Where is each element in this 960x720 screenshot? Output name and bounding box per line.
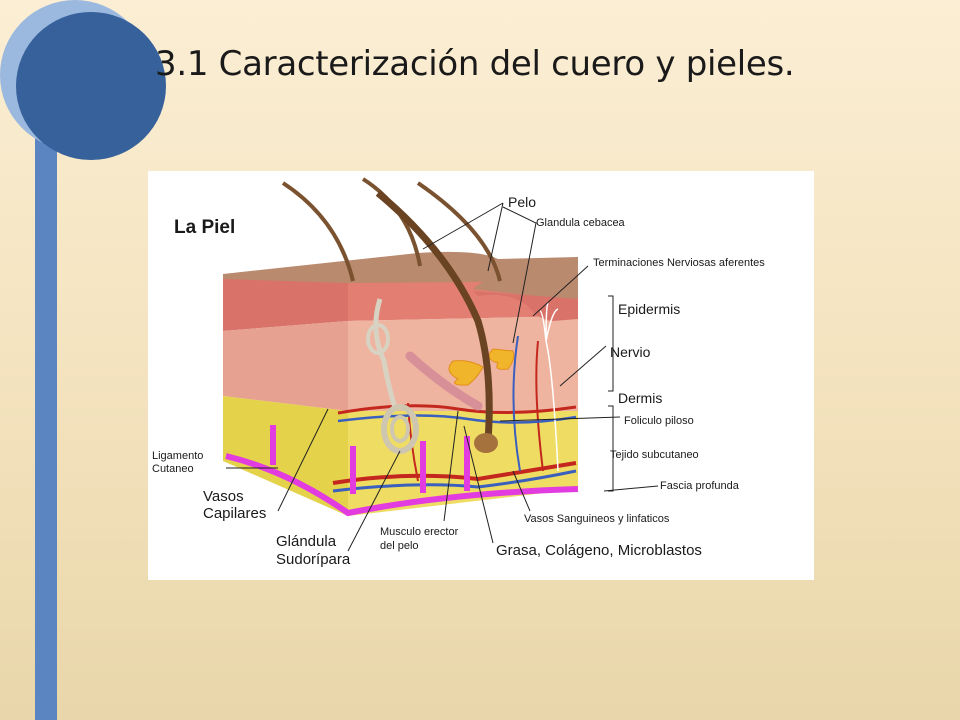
decorative-vertical-bar (35, 60, 57, 720)
label-musculo-erector-1: Musculo erector (380, 526, 459, 538)
dermis-front (223, 321, 348, 411)
label-glandula-sudoripara-2: Sudorípara (276, 551, 351, 568)
label-epidermis: Epidermis (618, 301, 680, 317)
sebaceous-gland (448, 360, 484, 386)
label-fascia-profunda: Fascia profunda (660, 480, 740, 492)
label-terminaciones: Terminaciones Nerviosas aferentes (593, 257, 765, 269)
label-dermis: Dermis (618, 390, 662, 406)
label-ligamento-cutaneo-2: Cutaneo (152, 463, 194, 475)
sweat-gland-coil-inner (390, 415, 410, 443)
subcutaneous-front (223, 396, 348, 516)
vessel-blue-3 (512, 335, 521, 472)
nerve-ending (539, 302, 559, 472)
vessel-red-1 (337, 404, 577, 415)
vessel-blue-2 (332, 469, 577, 493)
label-musculo-erector-2: del pelo (380, 540, 419, 552)
hair-1 (281, 181, 355, 282)
slide-title: 3.1 Caracterización del cuero y pieles. (155, 44, 795, 84)
hair-follicle-bulb (474, 433, 498, 453)
label-glandula-cebacea: Glandula cebacea (536, 217, 626, 229)
label-foliculo-piloso: Foliculo piloso (624, 415, 694, 427)
epidermis-layer (223, 279, 348, 331)
fascia-marker-bottom (225, 453, 579, 517)
fascia-marker-vertical-4 (464, 436, 470, 491)
label-vasos-sanguineos: Vasos Sanguineos y linfaticos (524, 513, 670, 525)
label-vasos-capilares-1: Vasos (203, 488, 244, 505)
label-pelo: Pelo (508, 194, 536, 210)
upper-gland-coil (366, 323, 390, 355)
sweat-gland-duct (373, 298, 399, 412)
fascia-marker-vertical-2 (350, 446, 356, 494)
vessel-red-4 (535, 340, 544, 472)
vessel-blue-1 (337, 414, 577, 424)
label-ligamento-cutaneo-1: Ligamento (152, 450, 203, 462)
skin-cross-section-diagram: La Piel Pelo Glandula cebacea Terminacio… (152, 177, 765, 568)
label-nervio: Nervio (610, 344, 651, 360)
leader-lines (226, 202, 659, 552)
decorative-circle-dark (16, 12, 166, 160)
label-tejido-subcutaneo: Tejido subcutaneo (610, 449, 699, 461)
label-grasa: Grasa, Colágeno, Microblastos (496, 542, 702, 559)
label-vasos-capilares-2: Capilares (203, 505, 266, 522)
main-hair-shaft (375, 190, 493, 442)
hair-3 (416, 181, 502, 282)
erector-muscle (405, 351, 483, 411)
diagram-heading: La Piel (174, 217, 235, 238)
fascia-marker-vertical-1 (270, 425, 276, 465)
fascia-marker-vertical-3 (420, 441, 426, 493)
label-glandula-sudoripara-1: Glándula (276, 533, 337, 550)
skin-diagram-figure: La Piel Pelo Glandula cebacea Terminacio… (148, 171, 814, 580)
